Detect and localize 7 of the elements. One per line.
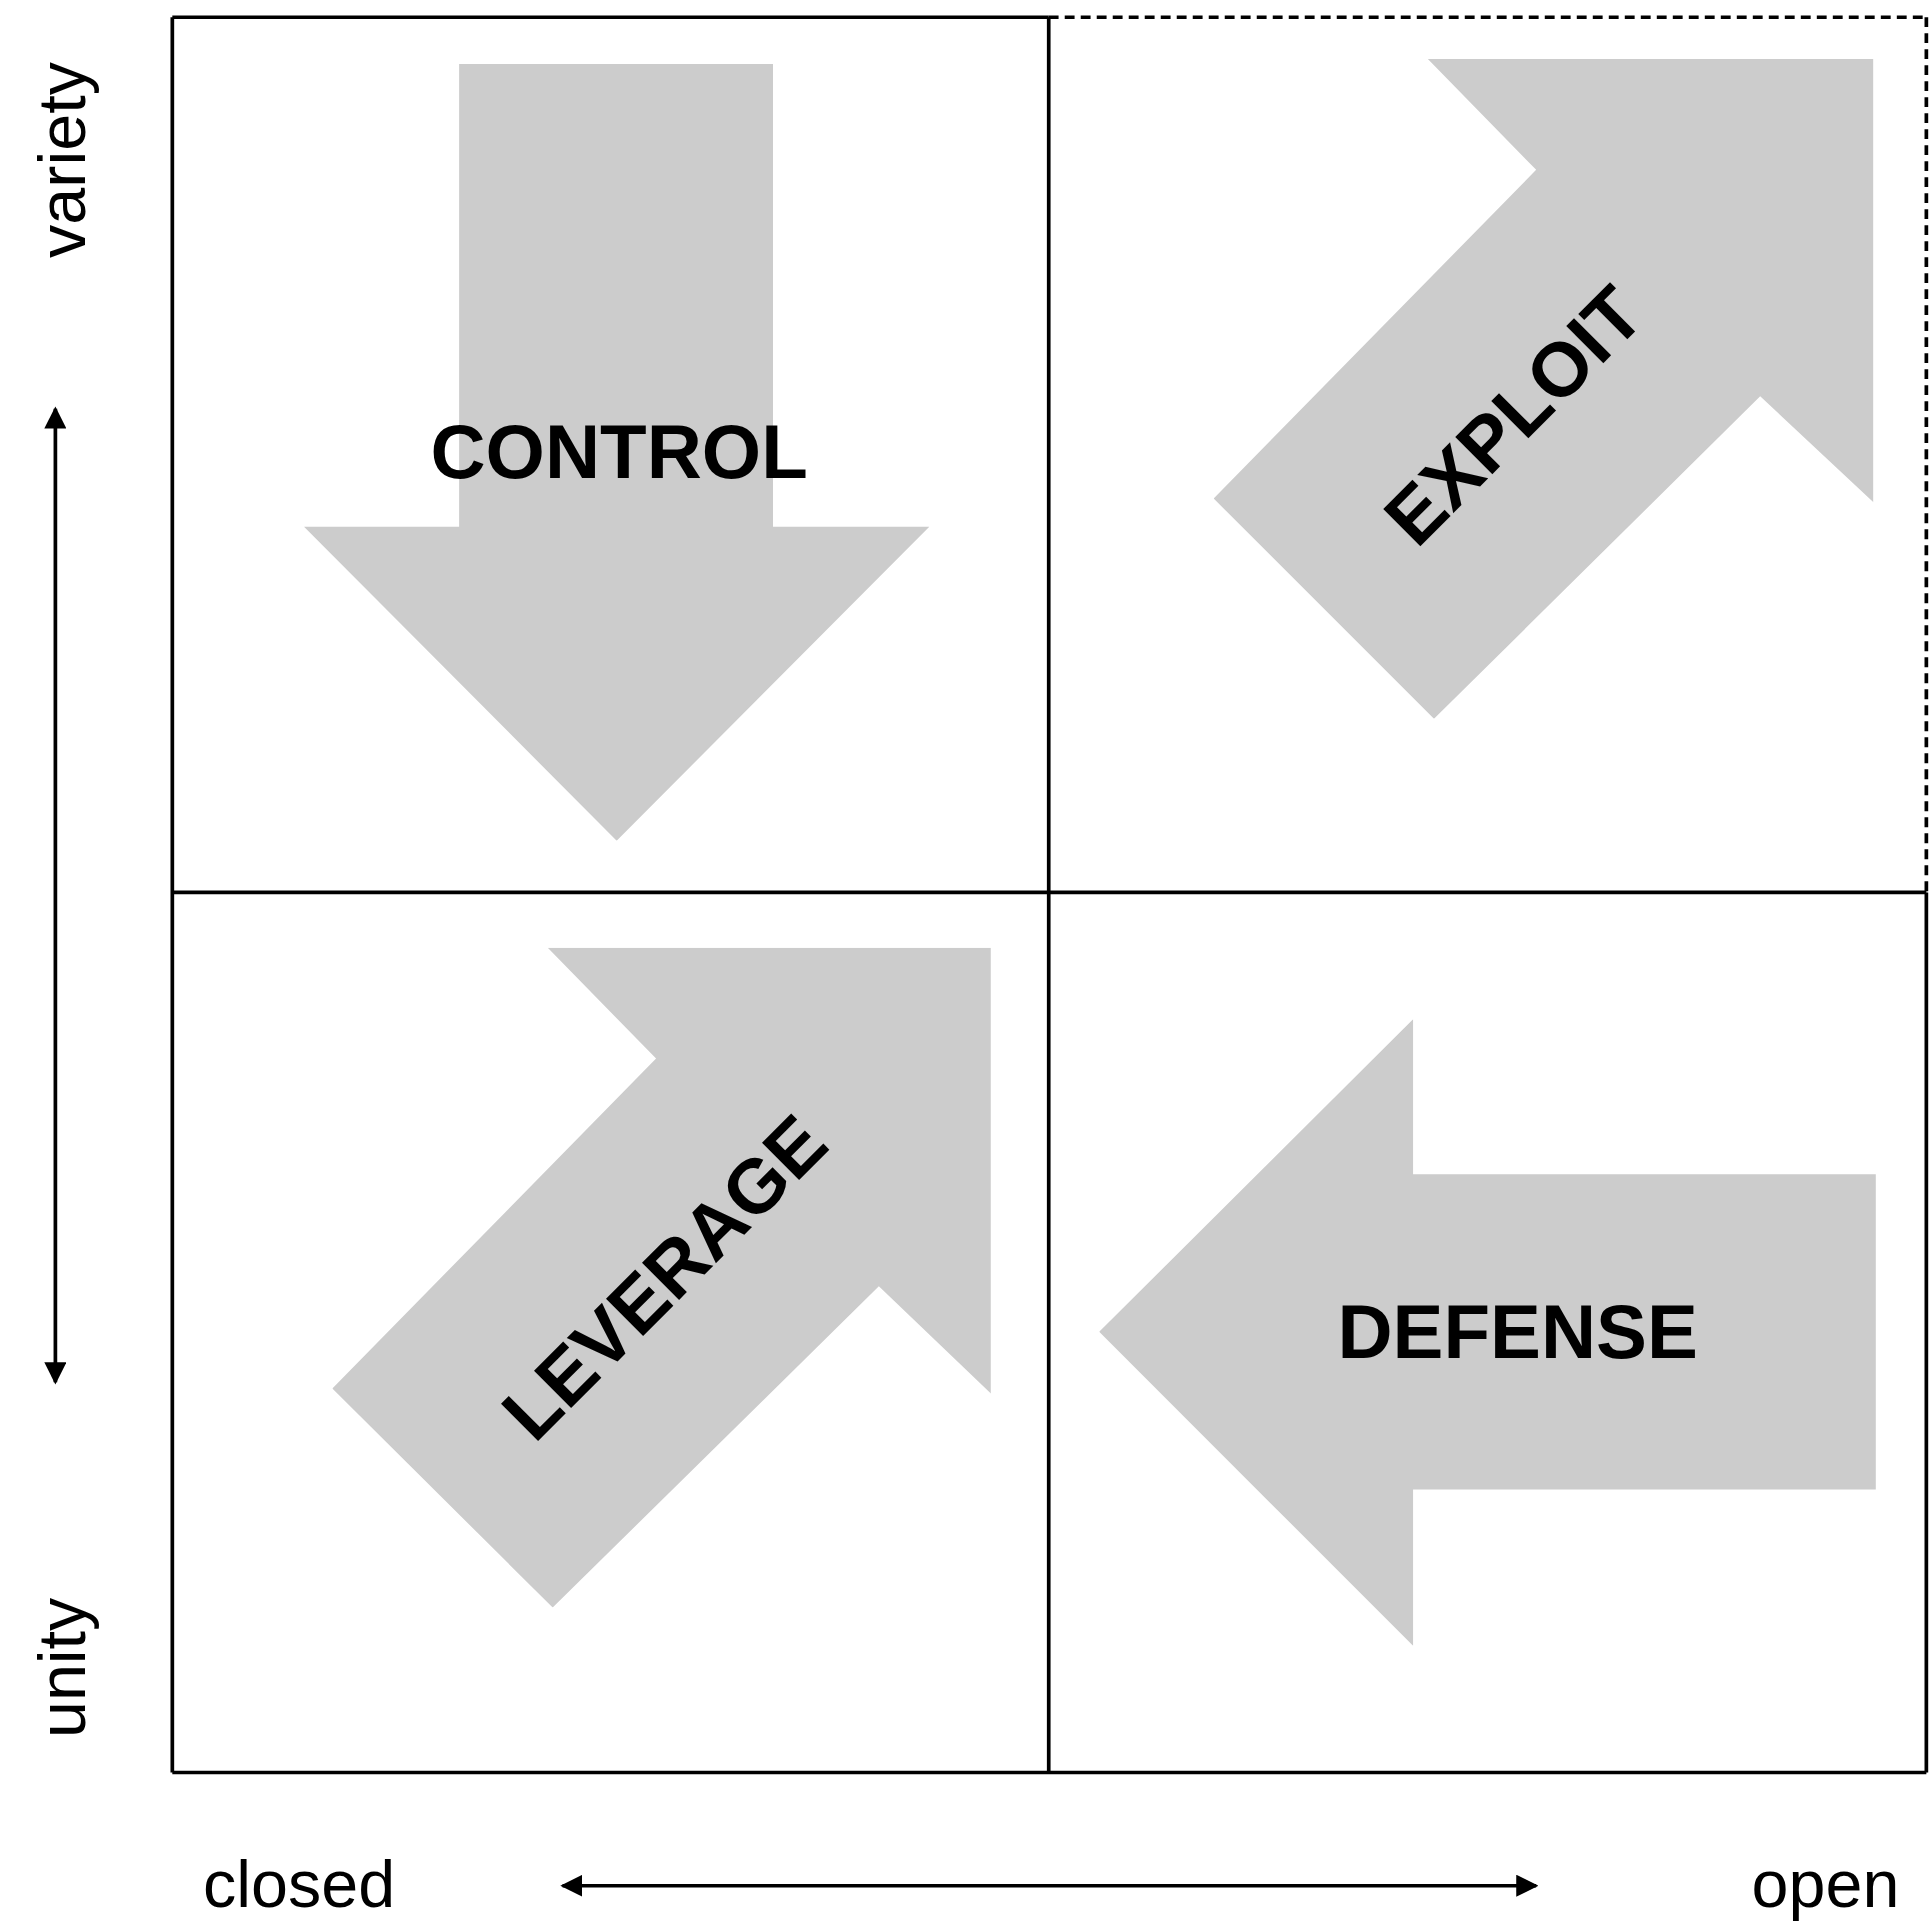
block-arrow [332,947,991,1608]
arrow-label: DEFENSE [1337,1293,1698,1370]
arrow-label: CONTROL [430,413,808,490]
block-arrow [304,64,930,841]
block-arrow [1213,59,1874,719]
block-arrow [1099,1019,1876,1646]
axis-label: closed [203,1850,396,1917]
